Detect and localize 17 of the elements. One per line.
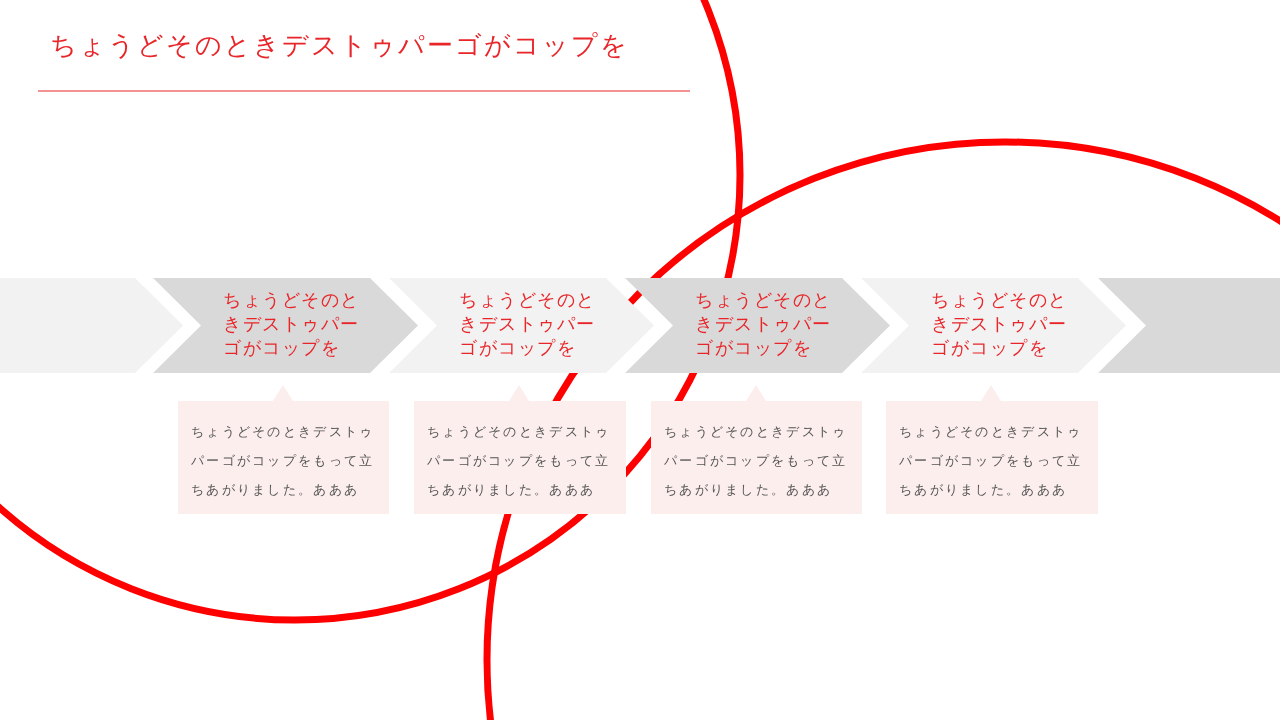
process-step [1098,278,1280,373]
callout-box [414,385,626,514]
description-text: ちょうどそのときデストゥパーゴがコップをもって立ちあがりました。あああ [899,423,1084,499]
slide-title: ちょうどそのときデストゥパーゴがコップを [50,29,629,62]
step-title: ちょうどそのときデストゥパーゴがコップを [223,288,361,360]
process-step [861,278,1126,373]
process-step [389,278,654,373]
description-text: ちょうどそのときデストゥパーゴがコップをもって立ちあがりました。あああ [191,423,376,499]
process-step [625,278,890,373]
step-title: ちょうどそのときデストゥパーゴがコップを [695,288,833,360]
process-step [153,278,418,373]
callout-box [651,385,862,514]
step-title: ちょうどそのときデストゥパーゴがコップを [459,288,597,360]
step-title: ちょうどそのときデストゥパーゴがコップを [931,288,1069,360]
description-text: ちょうどそのときデストゥパーゴがコップをもって立ちあがりました。あああ [427,423,612,499]
description-text: ちょうどそのときデストゥパーゴがコップをもって立ちあがりました。あああ [664,423,849,499]
process-step [0,278,183,373]
